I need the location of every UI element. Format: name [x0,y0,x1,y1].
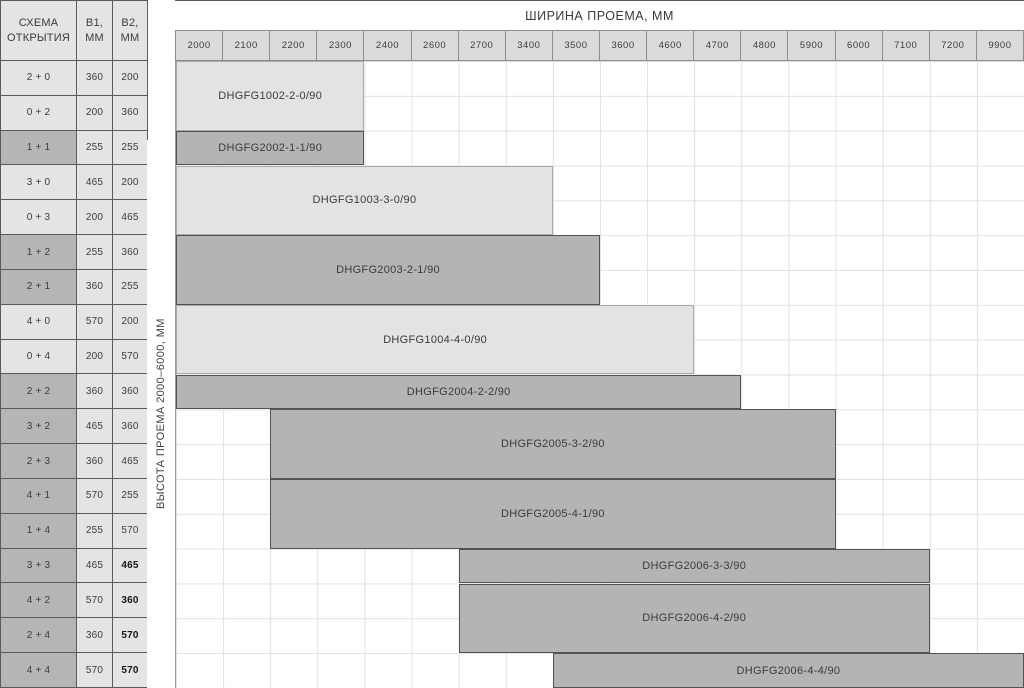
x-tick: 4600 [647,31,694,60]
b1-column-header: В1, ММ [77,1,112,60]
b1-cell: 360 [77,444,112,478]
b1-cell: 465 [77,548,112,583]
model-range-bar: DHGFG2006-3-3/90 [458,548,930,584]
b1-cell: 255 [77,130,112,165]
scheme-cell: 2 + 4 [1,618,76,653]
b2-cell: 465 [113,548,147,583]
b2-cell: 360 [113,95,147,130]
scheme-cell: 0 + 3 [1,200,76,235]
b1-cell: 360 [77,618,112,653]
b1-cell: 200 [77,339,112,374]
x-tick: 7200 [929,31,976,60]
b1-cell: 465 [77,165,112,200]
b1-cell: 255 [77,235,112,269]
x-axis-title: ШИРИНА ПРОЕМА, ММ [525,8,674,23]
b2-cell: 255 [113,130,147,165]
x-tick: 3400 [505,31,552,60]
model-range-bar: DHGFG2005-4-1/90 [270,479,836,549]
scheme-cell: 2 + 2 [1,374,76,409]
scheme-cell: 2 + 3 [1,444,76,478]
x-tick: 2600 [411,31,458,60]
scheme-cell: 3 + 2 [1,409,76,444]
b2-cell: 570 [113,513,147,548]
b2-cell: 360 [113,235,147,269]
b2-cell: 255 [113,478,147,513]
b2-cell: 570 [113,339,147,374]
y-axis-label: ВЫСОТА ПРОЕМА 2000–6000, ММ [147,140,175,688]
b2-cell: 360 [113,583,147,618]
x-tick: 2300 [317,31,364,60]
x-tick: 4700 [694,31,741,60]
b2-cell: 200 [113,304,147,339]
b1-cell: 570 [77,583,112,618]
scheme-cell: 1 + 2 [1,235,76,269]
scheme-cell: 1 + 4 [1,513,76,548]
model-range-bar: DHGFG2003-2-1/90 [176,235,600,305]
model-range-bar: DHGFG2002-1-1/90 [176,130,365,166]
b2-cell: 360 [113,374,147,409]
model-range-bar: DHGFG2005-3-2/90 [270,409,836,479]
b2-cell: 200 [113,61,147,95]
b2-cell: 255 [113,269,147,304]
model-range-bar: DHGFG1004-4-0/90 [176,304,695,375]
x-tick: 3600 [599,31,647,60]
x-tick: 7100 [882,31,929,60]
x-tick: 6000 [835,31,882,60]
b1-cell: 570 [77,304,112,339]
scheme-cell: 2 + 0 [1,61,76,95]
b2-cell: 465 [113,444,147,478]
x-tick: 4800 [741,31,788,60]
b2-cell: 570 [113,618,147,653]
x-tick: 2000 [176,31,223,60]
x-tick: 9900 [976,31,1023,60]
b2-cell: 200 [113,165,147,200]
scheme-cell: 4 + 4 [1,653,76,687]
scheme-cell: 0 + 2 [1,95,76,130]
scheme-cell: 4 + 1 [1,478,76,513]
b1-cell: 465 [77,409,112,444]
model-range-bar: DHGFG1003-3-0/90 [176,165,553,236]
x-tick: 2400 [364,31,411,60]
scheme-cell: 4 + 0 [1,304,76,339]
b1-cell: 570 [77,478,112,513]
model-range-bar: DHGFG2004-2-2/90 [176,374,742,410]
b1-cell: 570 [77,653,112,687]
b2-column-header: В2, ММ [113,1,147,60]
x-tick: 3500 [552,31,599,60]
b2-cell: 465 [113,200,147,235]
b1-cell: 200 [77,200,112,235]
b1-cell: 200 [77,95,112,130]
x-tick: 2100 [223,31,270,60]
scheme-cell: 1 + 1 [1,130,76,165]
x-tick: 2700 [458,31,505,60]
scheme-cell: 3 + 3 [1,548,76,583]
scheme-cell: 4 + 2 [1,583,76,618]
x-tick: 2200 [270,31,317,60]
b1-cell: 360 [77,374,112,409]
b2-cell: 570 [113,653,147,687]
scheme-cell: 2 + 1 [1,269,76,304]
scheme-column-header: СХЕМА ОТКРЫТИЯ [1,1,76,60]
model-range-bar: DHGFG2006-4-4/90 [552,653,1024,688]
b1-cell: 360 [77,61,112,95]
model-range-bar: DHGFG1002-2-0/90 [176,61,365,131]
scheme-cell: 0 + 4 [1,339,76,374]
model-range-bar: DHGFG2006-4-2/90 [458,583,930,654]
scheme-cell: 3 + 0 [1,165,76,200]
b1-cell: 360 [77,269,112,304]
b1-cell: 255 [77,513,112,548]
x-tick: 5900 [788,31,835,60]
b2-cell: 360 [113,409,147,444]
